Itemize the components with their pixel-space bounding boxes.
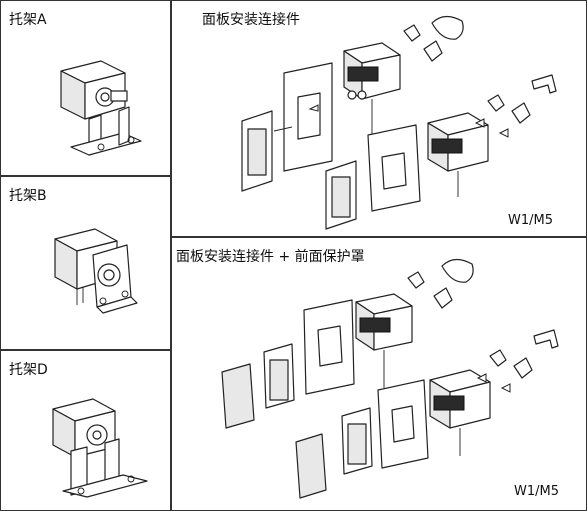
bracket-a-illustration bbox=[60, 60, 142, 156]
bracket-a-label: 托架A bbox=[9, 12, 47, 28]
panel-mount-cover-illustration bbox=[221, 258, 559, 499]
panel-mount-cover-model-code: W1/M5 bbox=[514, 484, 559, 499]
bracket-d-panel: 托架D bbox=[0, 350, 171, 511]
panel-mount-title: 面板安装连接件 bbox=[202, 12, 300, 28]
bracket-b-illustration bbox=[54, 228, 138, 314]
bracket-a-panel: 托架A bbox=[0, 0, 171, 176]
panel-mount-cover-panel: 面板安装连接件 + 前面保护罩 W1/M5 bbox=[171, 237, 587, 511]
panel-mount-panel: 面板安装连接件 W1/M5 bbox=[171, 0, 587, 237]
panel-mount-model-code: W1/M5 bbox=[508, 213, 553, 228]
panel-mount-illustration bbox=[241, 15, 557, 230]
bracket-b-panel: 托架B bbox=[0, 176, 171, 350]
panel-mount-cover-title: 面板安装连接件 + 前面保护罩 bbox=[176, 249, 365, 265]
bracket-b-label: 托架B bbox=[9, 188, 47, 204]
bracket-d-illustration bbox=[52, 398, 148, 498]
bracket-d-label: 托架D bbox=[9, 362, 48, 378]
